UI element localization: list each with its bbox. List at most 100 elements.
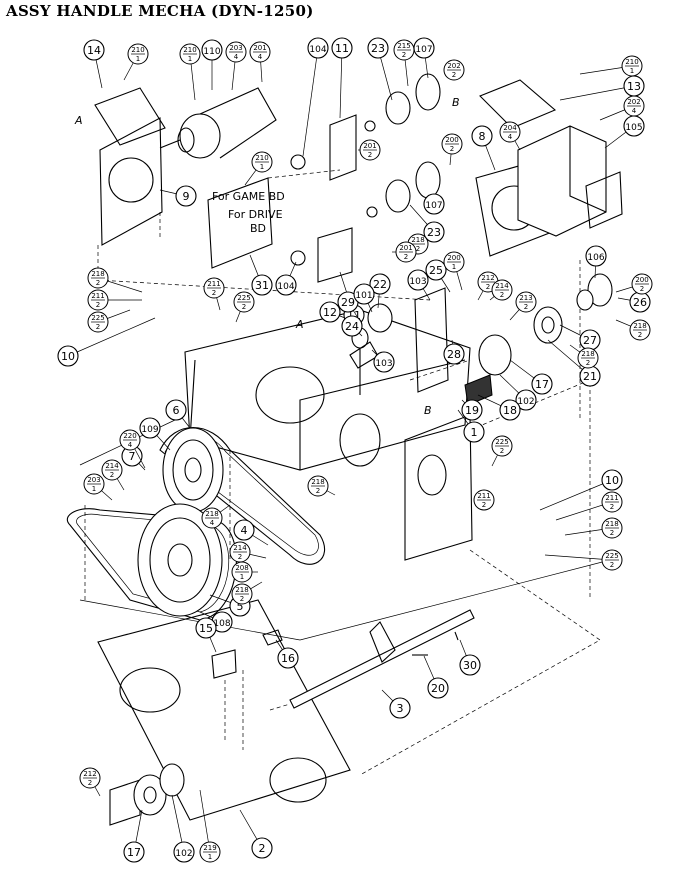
callout-circle — [83, 39, 105, 61]
fraction-numerator: 203 — [229, 44, 242, 52]
fraction-denominator: 2 — [110, 471, 114, 479]
fraction-numerator: 212 — [83, 770, 96, 778]
callout-104a: 104 — [302, 37, 329, 157]
callout-number: 106 — [587, 253, 604, 263]
callout-number: 30 — [463, 659, 477, 672]
fraction-denominator: 2 — [640, 285, 644, 293]
callout-number: 13 — [627, 80, 641, 93]
fraction-denominator: 2 — [500, 291, 504, 299]
fraction-denominator: 2 — [88, 779, 92, 787]
callout-1: 1 — [457, 409, 485, 443]
callout-number: 4 — [241, 524, 248, 537]
leader-line — [67, 317, 156, 357]
leader-line — [339, 47, 343, 119]
callout-circle — [585, 245, 607, 267]
callout-29: 29 — [337, 291, 359, 319]
callout-number: 24 — [345, 320, 359, 333]
callout-number: 102 — [517, 397, 534, 407]
callout-circle — [307, 37, 329, 59]
callout-number: 12 — [323, 306, 337, 319]
callout-20: 20 — [423, 655, 449, 699]
callout-circle — [251, 837, 273, 859]
fraction-numerator: 211 — [207, 280, 220, 288]
callout-number: 3 — [397, 702, 404, 715]
fraction-numerator: 225 — [237, 294, 250, 302]
callout-number: 2 — [259, 842, 266, 855]
callout-104b: 104 — [275, 261, 297, 296]
fraction-denominator: 2 — [96, 323, 100, 331]
fraction-denominator: 2 — [638, 331, 642, 339]
letter-a-center: A — [295, 318, 304, 331]
callout-number: 7 — [129, 450, 136, 463]
callout-number: 109 — [141, 425, 158, 435]
callout-number: 5 — [237, 600, 244, 613]
fraction-denominator: 4 — [632, 107, 637, 115]
callout-number: 17 — [535, 378, 549, 391]
fraction-denominator: 2 — [452, 71, 456, 79]
callout-22: 22 — [369, 273, 391, 309]
callout-circle — [367, 37, 389, 59]
fraction-numerator: 204 — [503, 124, 517, 132]
callout-25: 25 — [425, 259, 451, 293]
callout-circle — [471, 125, 493, 147]
callout-circle — [601, 469, 623, 491]
callout-circle — [165, 399, 187, 421]
callout-19: 19 — [461, 399, 483, 421]
callout-circle — [331, 37, 353, 59]
callout-23: 23 — [367, 37, 393, 101]
callout-circle — [461, 399, 483, 421]
callout-18: 18 — [477, 394, 521, 421]
callout-circle — [407, 269, 429, 291]
callout-16: 16 — [275, 639, 299, 669]
fraction-denominator: 4 — [258, 53, 263, 61]
drive-bd-label-1: For DRIVE — [228, 208, 283, 221]
fraction-numerator: 219 — [203, 844, 216, 852]
callout-6: 6 — [165, 399, 191, 429]
fraction-denominator: 2 — [404, 253, 408, 261]
fraction-numerator: 220 — [123, 432, 136, 440]
callout-17a: 17 — [509, 359, 553, 395]
callout-number: 14 — [87, 44, 101, 57]
fraction-denominator: 1 — [92, 485, 96, 493]
fraction-numerator: 214 — [233, 544, 247, 552]
fraction-numerator: 211 — [605, 494, 618, 502]
fraction-numerator: 218 — [411, 236, 424, 244]
board-labels: For GAME BD For DRIVE BD A A B B — [74, 96, 460, 417]
callout-21: 21 — [547, 339, 601, 387]
callout-101: 101 — [353, 283, 375, 313]
callout-number: 8 — [479, 130, 486, 143]
callout-number: 23 — [427, 226, 441, 239]
callout-15: 15 — [195, 617, 217, 653]
leader-line — [559, 85, 635, 101]
callout-8: 8 — [471, 125, 496, 171]
callout-circle — [173, 841, 195, 863]
callout-circle — [341, 315, 363, 337]
callout-number: 102 — [175, 849, 192, 859]
callout-110: 110 — [201, 39, 223, 90]
callout-circle — [531, 373, 553, 395]
callout-circle — [251, 274, 273, 296]
drive-bd-label-2: BD — [250, 222, 266, 235]
fraction-numerator: 214 — [495, 282, 509, 290]
callout-number: 28 — [447, 348, 461, 361]
fraction-denominator: 2 — [96, 279, 100, 287]
fraction-numerator: 200 — [447, 254, 460, 262]
callout-11: 11 — [331, 37, 353, 119]
fraction-numerator: 218 — [633, 322, 646, 330]
fraction-numerator: 218 — [91, 270, 104, 278]
fraction-numerator: 210 — [131, 46, 144, 54]
callout-circle — [423, 221, 445, 243]
fraction-denominator: 2 — [416, 245, 420, 253]
callout-105: 105 — [604, 115, 645, 149]
